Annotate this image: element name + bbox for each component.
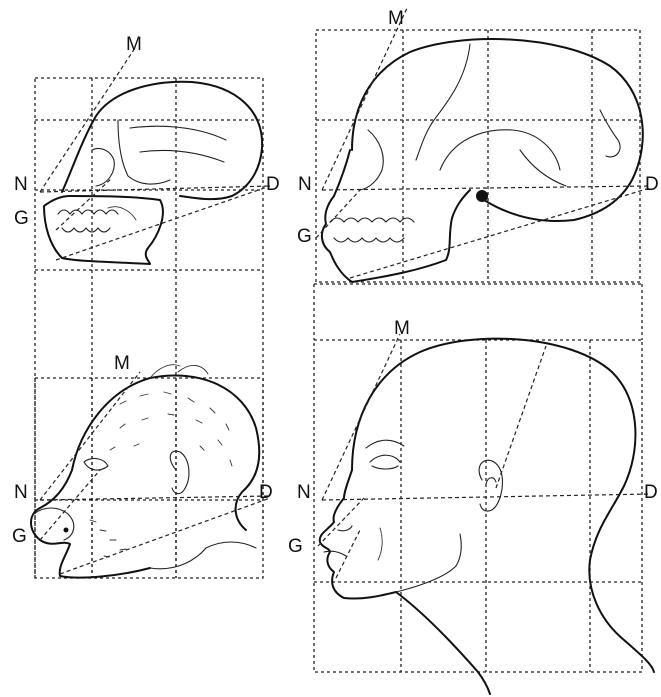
human-head-label-g: G: [288, 536, 303, 557]
ape-skull-drawing: [44, 82, 262, 264]
ape-skull-label-m: M: [126, 34, 142, 55]
panel-human-head: M N G D: [288, 284, 658, 694]
human-skull-guides: [316, 6, 650, 278]
human-skull-label-d: D: [645, 174, 659, 195]
ape-head-label-m: M: [114, 353, 130, 374]
ape-head-drawing: [31, 365, 259, 578]
human-head-label-n: N: [297, 482, 311, 503]
ape-head-label-n: N: [14, 482, 28, 503]
human-head-label-d: D: [644, 482, 658, 503]
human-head-guides: [318, 334, 650, 578]
ape-head-guides: [40, 372, 270, 574]
panel-human-skull: M N G D: [297, 6, 659, 282]
ape-skull-grid: [35, 78, 263, 578]
human-head-grid: [314, 284, 642, 672]
human-skull-label-n: N: [298, 174, 312, 195]
ape-skull-label-g: G: [14, 208, 29, 229]
ape-skull-label-n: N: [14, 174, 28, 195]
human-head-label-m: M: [394, 318, 410, 339]
human-head-drawing: [320, 339, 654, 694]
human-skull-drawing: [322, 39, 643, 282]
human-skull-grid: [316, 30, 640, 282]
human-skull-label-m: M: [388, 8, 404, 29]
ape-skull-label-d: D: [266, 174, 280, 195]
human-skull-label-g: G: [297, 226, 312, 247]
ape-head-label-d: D: [259, 482, 273, 503]
panel-ape-head: M N G D: [12, 353, 273, 578]
ape-head-label-g: G: [12, 526, 27, 547]
